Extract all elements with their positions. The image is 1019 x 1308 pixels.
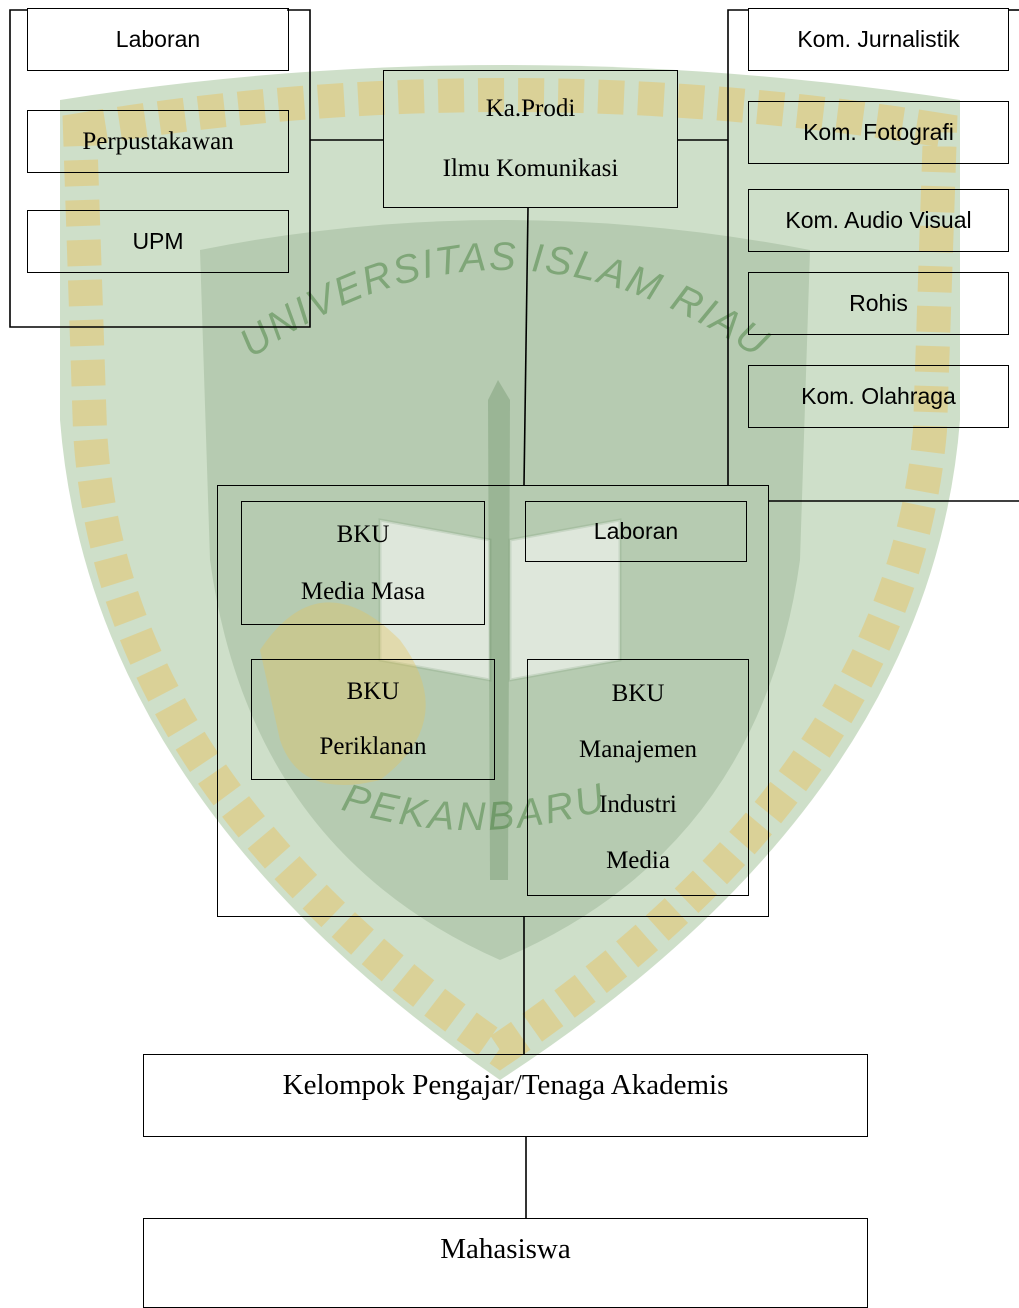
kom-jurnalistik-box: Kom. Jurnalistik (748, 8, 1009, 71)
right-group-bracket (727, 9, 748, 485)
bku-container (217, 485, 769, 917)
mahasiswa-label: Mahasiswa (440, 1233, 571, 1265)
bku-manajemen-line4: Media (606, 847, 670, 875)
laboran-left-box: Laboran (27, 8, 289, 71)
bku-media-masa-box: BKU Media Masa (241, 501, 485, 625)
kom-olahraga-box: Kom. Olahraga (748, 365, 1009, 428)
rohis-box: Rohis (748, 272, 1009, 335)
perpustakawan-label: Perpustakawan (82, 127, 234, 155)
kom-fotografi-box: Kom. Fotografi (748, 101, 1009, 164)
bku-manajemen-line3: Industri (599, 791, 677, 819)
upm-box: UPM (27, 210, 289, 273)
pengajar-label: Kelompok Pengajar/Tenaga Akademis (282, 1069, 729, 1101)
kom-audio-visual-label: Kom. Audio Visual (785, 207, 972, 233)
bku-manajemen-line2: Manajemen (578, 735, 697, 763)
mahasiswa-box: Mahasiswa (143, 1218, 868, 1308)
left-group-bracket (9, 9, 311, 328)
bku-periklanan-box: BKU Periklanan (251, 659, 495, 780)
upm-label: UPM (132, 228, 184, 254)
perpustakawan-box: Perpustakawan (27, 110, 289, 173)
laboran-bku-box: Laboran (525, 501, 747, 562)
head-to-bku-line (523, 207, 529, 486)
kom-jurnalistik-label: Kom. Jurnalistik (797, 26, 960, 52)
bku-periklanan-title: BKU (346, 677, 400, 705)
bku-manajemen-box: BKU Manajemen Industri Media (527, 659, 749, 896)
ka-prodi-box: Ka.Prodi Ilmu Komunikasi (383, 70, 678, 208)
kom-olahraga-label: Kom. Olahraga (801, 383, 956, 409)
bku-manajemen-title: BKU (611, 679, 665, 707)
ka-prodi-title: Ka.Prodi (485, 95, 576, 122)
laboran-left-label: Laboran (115, 26, 201, 52)
bku-media-masa-subtitle: Media Masa (300, 577, 426, 605)
kom-audio-visual-box: Kom. Audio Visual (748, 189, 1009, 252)
pengajar-box: Kelompok Pengajar/Tenaga Akademis (143, 1054, 868, 1137)
bku-media-masa-title: BKU (336, 520, 390, 548)
rohis-label: Rohis (849, 290, 908, 316)
laboran-bku-label: Laboran (593, 518, 679, 544)
kom-fotografi-label: Kom. Fotografi (803, 119, 954, 145)
ka-prodi-subtitle: Ilmu Komunikasi (442, 155, 619, 182)
bku-periklanan-subtitle: Periklanan (319, 733, 427, 761)
